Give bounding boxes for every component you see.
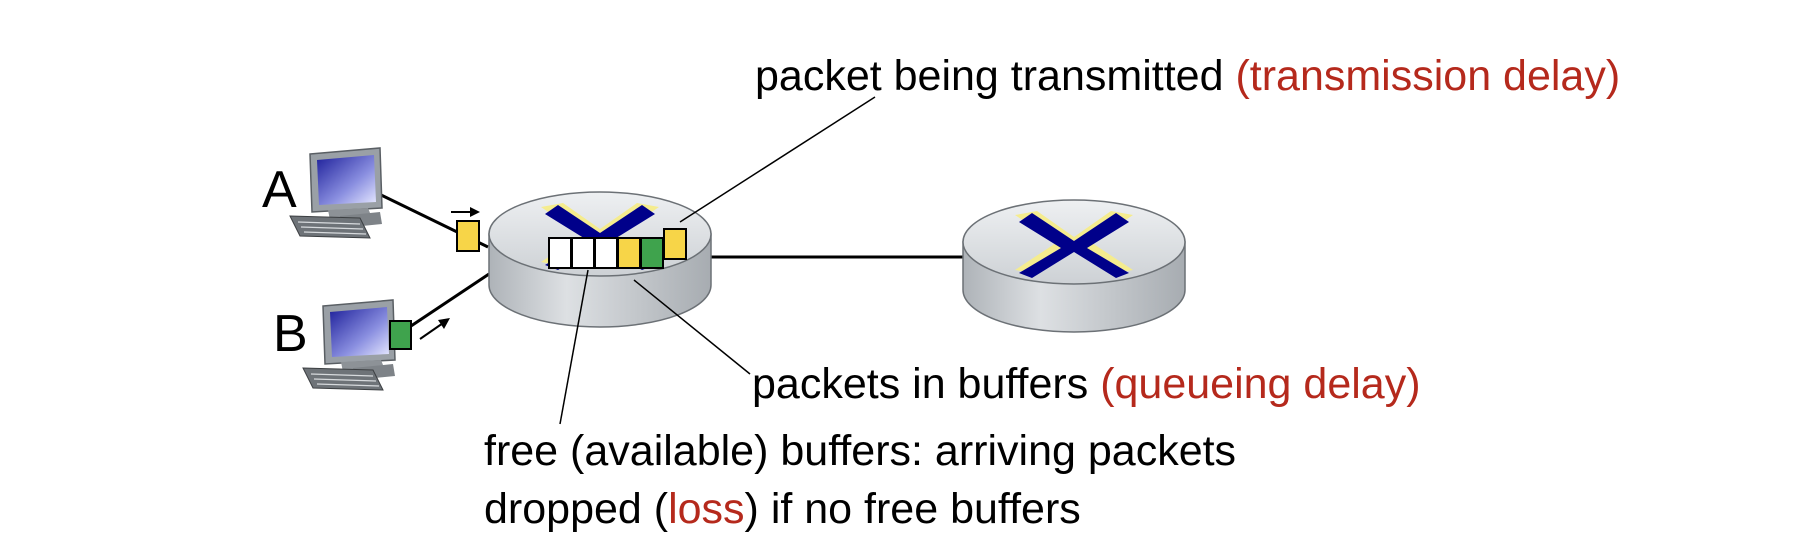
- no-free-buffers-text: ) if no free buffers: [744, 485, 1081, 533]
- host-b-computer-icon: [302, 299, 396, 391]
- queued-packet: [617, 237, 641, 269]
- callout-line-transmitted: [679, 96, 876, 223]
- callout-line-queued: [633, 279, 751, 375]
- free-buffer-slot: [548, 237, 572, 269]
- link-b-router1: [401, 272, 490, 334]
- transmission-delay-text: (transmission delay): [1235, 52, 1621, 100]
- arrow-a-icon: [451, 207, 480, 217]
- host-a-label: A: [262, 161, 297, 219]
- arriving-packet-a: [456, 220, 480, 252]
- router-2-icon: [962, 199, 1186, 333]
- buffers-label: packets in buffers (queueing delay): [752, 363, 1421, 406]
- free-buffers-line-1: free (available) buffers: arriving packe…: [484, 427, 1237, 475]
- packet-queue: [548, 228, 687, 269]
- buffers-text: packets in buffers: [752, 360, 1101, 408]
- host-b-label: B: [273, 305, 308, 363]
- loss-text: loss: [668, 485, 745, 533]
- callout-line-free: [559, 269, 589, 425]
- transmitted-text: packet being transmitted: [755, 52, 1236, 100]
- queued-packet: [663, 228, 687, 260]
- dropped-text: dropped (: [484, 485, 669, 533]
- queueing-delay-text: (queueing delay): [1100, 360, 1421, 408]
- queued-packet: [640, 237, 664, 269]
- host-a-computer-icon: [289, 147, 383, 239]
- free-buffers-line-2: dropped (loss) if no free buffers: [484, 488, 1081, 531]
- arrow-b-icon: [419, 318, 450, 340]
- free-buffer-slot: [571, 237, 595, 269]
- free-buffer-slot: [594, 237, 618, 269]
- transmitted-label: packet being transmitted (transmission d…: [755, 55, 1620, 98]
- arriving-packet-b: [389, 320, 412, 350]
